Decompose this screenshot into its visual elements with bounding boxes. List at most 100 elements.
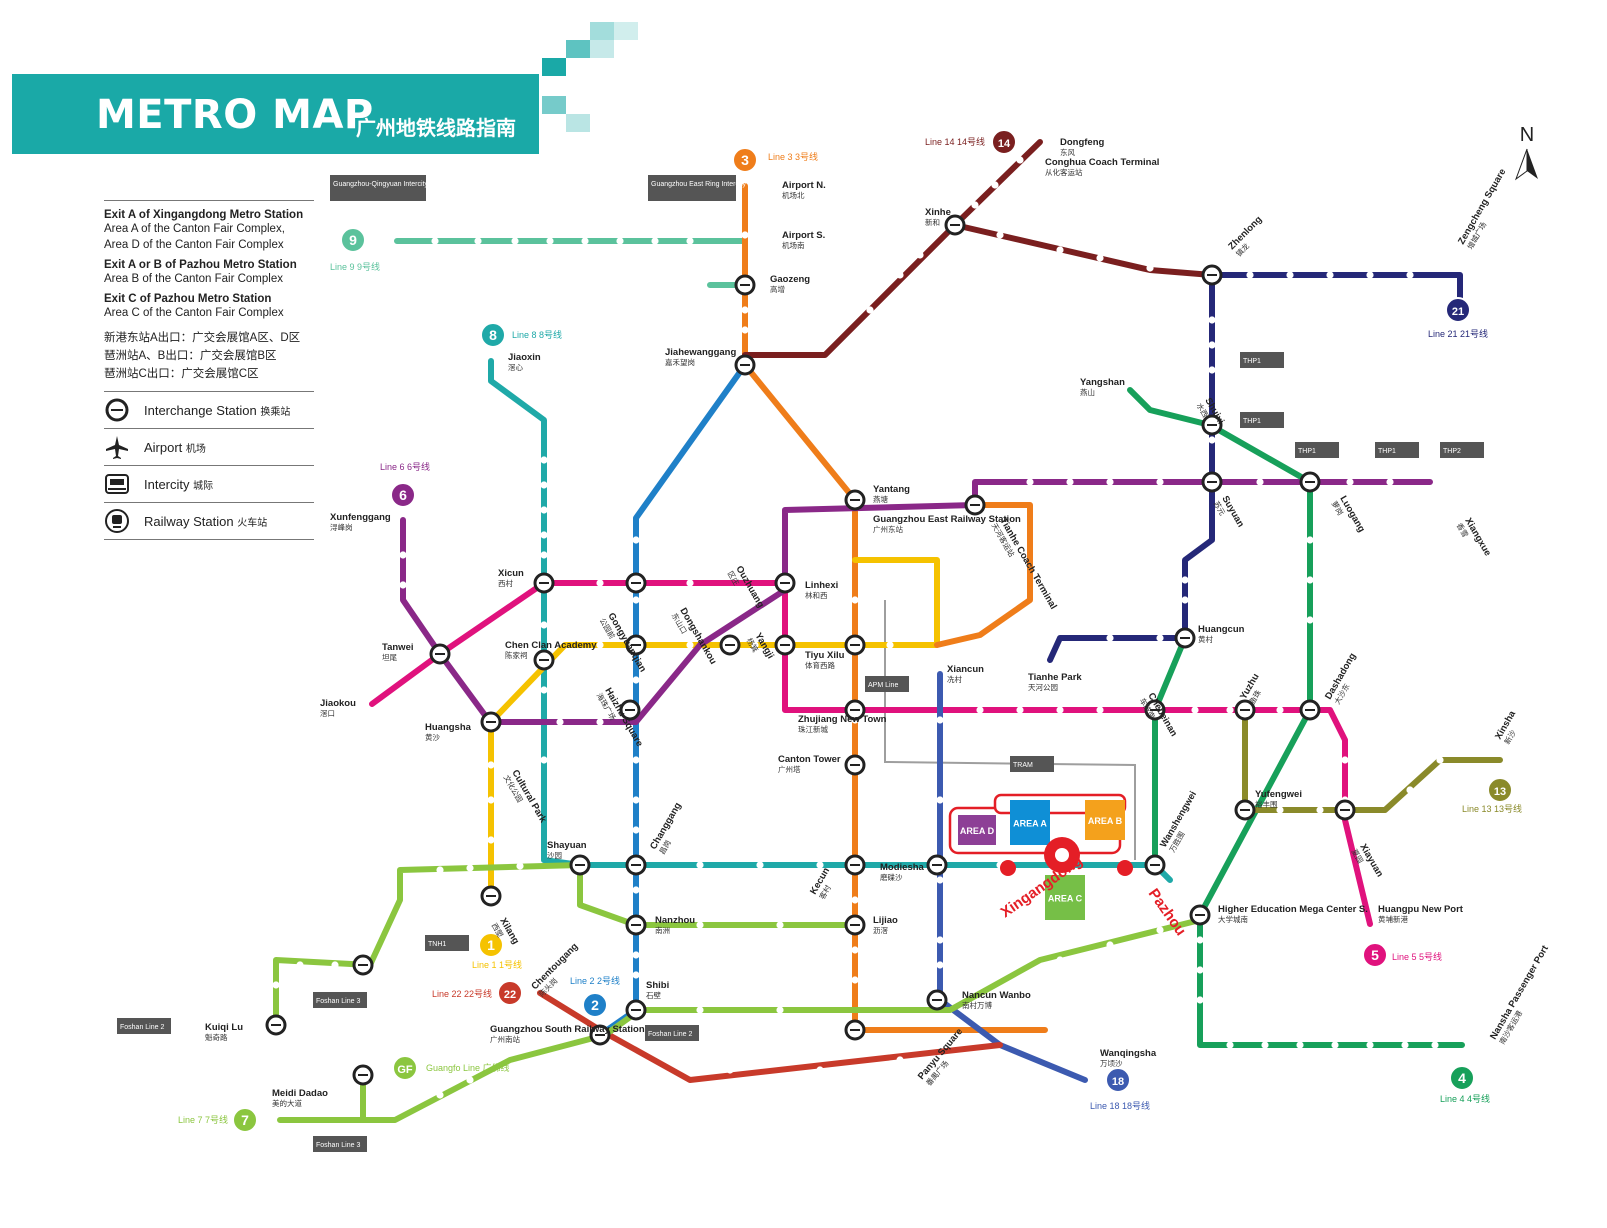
legend-exit-title: Exit A or B of Pazhou Metro Station	[104, 259, 297, 271]
intercity-box-label: Foshan Line 3	[316, 998, 360, 1005]
station-label-cn: 滘心	[508, 363, 523, 372]
line-3-dot	[851, 896, 859, 904]
line-badge-label: Line 9 9号线	[330, 261, 380, 272]
line-2-dot	[632, 951, 640, 959]
legend-divider	[104, 391, 314, 392]
line-2-dot	[632, 596, 640, 604]
line-badge-number: 22	[504, 989, 516, 1001]
line-8-dot	[540, 506, 548, 514]
header-pixel	[590, 22, 614, 40]
line-13-dot	[1436, 756, 1444, 764]
station-label: Airport S.	[782, 230, 825, 241]
legend-label-cn: 城际	[193, 480, 214, 492]
line-5-dot	[1016, 706, 1024, 714]
line-6-dot	[1106, 478, 1114, 486]
line-badge-label: Line 5 5号线	[1392, 951, 1442, 962]
legend-label: Railway Station	[144, 513, 234, 529]
station-label-cn: 燕塘	[873, 494, 888, 504]
line-3-dot	[741, 326, 749, 334]
line-badge-circle	[991, 129, 1017, 155]
station-label: Xinhe	[925, 207, 951, 218]
line-9-dot	[474, 237, 482, 245]
legend-cn-line: 琶洲站C出口：广交会展馆C区	[104, 368, 259, 380]
line-5-dot	[686, 579, 694, 587]
line-14-dot	[971, 201, 979, 209]
line-9-path	[394, 238, 748, 288]
station-label: Tiyu Xilu	[805, 650, 845, 661]
line-9-dot	[686, 237, 694, 245]
guangfo-dot	[396, 916, 404, 924]
line-badge-circle	[732, 147, 758, 173]
line-3-dot	[741, 306, 749, 314]
station-label-cn: 浔峰岗	[330, 522, 353, 532]
guangfo-dot	[436, 866, 444, 874]
line-7-dot	[776, 1006, 784, 1014]
line-badge-label: Line 14 14号线	[925, 136, 985, 147]
line-8-dot	[540, 551, 548, 559]
line-8-dot	[540, 756, 548, 764]
station-label-cn: 黄沙	[425, 732, 440, 742]
line-6-dot	[1066, 478, 1074, 486]
station-label: Huangsha	[425, 722, 472, 733]
intercity-box	[1240, 352, 1284, 368]
intercity-box	[1375, 442, 1419, 458]
guangfo-dot	[272, 981, 280, 989]
line-3-dot	[741, 231, 749, 239]
line-8-dot	[696, 861, 704, 869]
line-14-dot	[1326, 271, 1334, 279]
line-badge-number: GF	[397, 1064, 413, 1076]
line-2-dot	[632, 826, 640, 834]
station-label-cn: 东风	[1060, 147, 1076, 157]
legend-exit-text: Area C of the Canton Fair Complex	[104, 307, 284, 319]
line-14-dot	[1246, 271, 1254, 279]
line-1-dot	[487, 796, 495, 804]
station-label-cn: 魁奇路	[205, 1032, 228, 1042]
line-1-dot	[886, 641, 894, 649]
line-21-path	[1209, 272, 1463, 313]
line-14-dot	[1056, 246, 1064, 254]
station-label: Jiaokou	[320, 698, 356, 709]
station-label: Nanzhou	[655, 915, 695, 926]
legend-label-cn: 机场	[185, 443, 206, 455]
station-label: Jiahewanggang	[665, 347, 736, 358]
north-label: N	[1519, 124, 1535, 146]
line-2-dot	[632, 971, 640, 979]
line-6-dot	[1256, 478, 1264, 486]
station-label-cn: 广州塔	[778, 764, 801, 774]
intercity-box-label: Foshan Line 3	[316, 1142, 360, 1149]
station-label-cn: 机场南	[782, 240, 805, 250]
station-label: Xicun	[498, 568, 524, 579]
line-badge-label: Line 6 6号线	[380, 461, 430, 472]
line-5-dot	[1191, 706, 1199, 714]
line-8-dot	[540, 481, 548, 489]
line-14-dot	[1406, 271, 1414, 279]
line-18-dot	[1036, 1046, 1044, 1054]
line-14-dot	[991, 181, 999, 189]
line-9-dot	[651, 237, 659, 245]
line-6-dot	[1026, 478, 1034, 486]
guangfo-dot	[776, 921, 784, 929]
line-8-dot	[540, 531, 548, 539]
intercity-icon	[104, 471, 130, 497]
line-1-path	[488, 557, 940, 899]
intercity-box-label: THP1	[1298, 448, 1316, 455]
line-5-dot	[1226, 706, 1234, 714]
railway-icon	[104, 508, 130, 534]
station-label-cn: 沙园	[547, 851, 562, 860]
line-7-path	[277, 917, 1203, 1123]
line-badge-label: Line 4 4号线	[1440, 1093, 1490, 1104]
line-18-path	[937, 671, 1088, 1083]
line-3-dot	[851, 976, 859, 984]
line-14-dot	[1016, 156, 1024, 164]
station-label-cn: 美的大道	[272, 1098, 302, 1108]
intercity-box-label: THP2	[1443, 448, 1461, 455]
line-7-dot	[816, 1066, 824, 1074]
legend-exit-title: Exit A of Xingangdong Metro Station	[104, 209, 304, 221]
fair-area-block	[1010, 800, 1050, 845]
line-badge-label: Guangfo Line 广佛线	[426, 1062, 510, 1073]
station-label: Meidi Dadao	[272, 1088, 328, 1099]
fair-area-block	[1045, 875, 1085, 920]
line-2-dot	[632, 756, 640, 764]
line-14-dot	[1366, 271, 1374, 279]
